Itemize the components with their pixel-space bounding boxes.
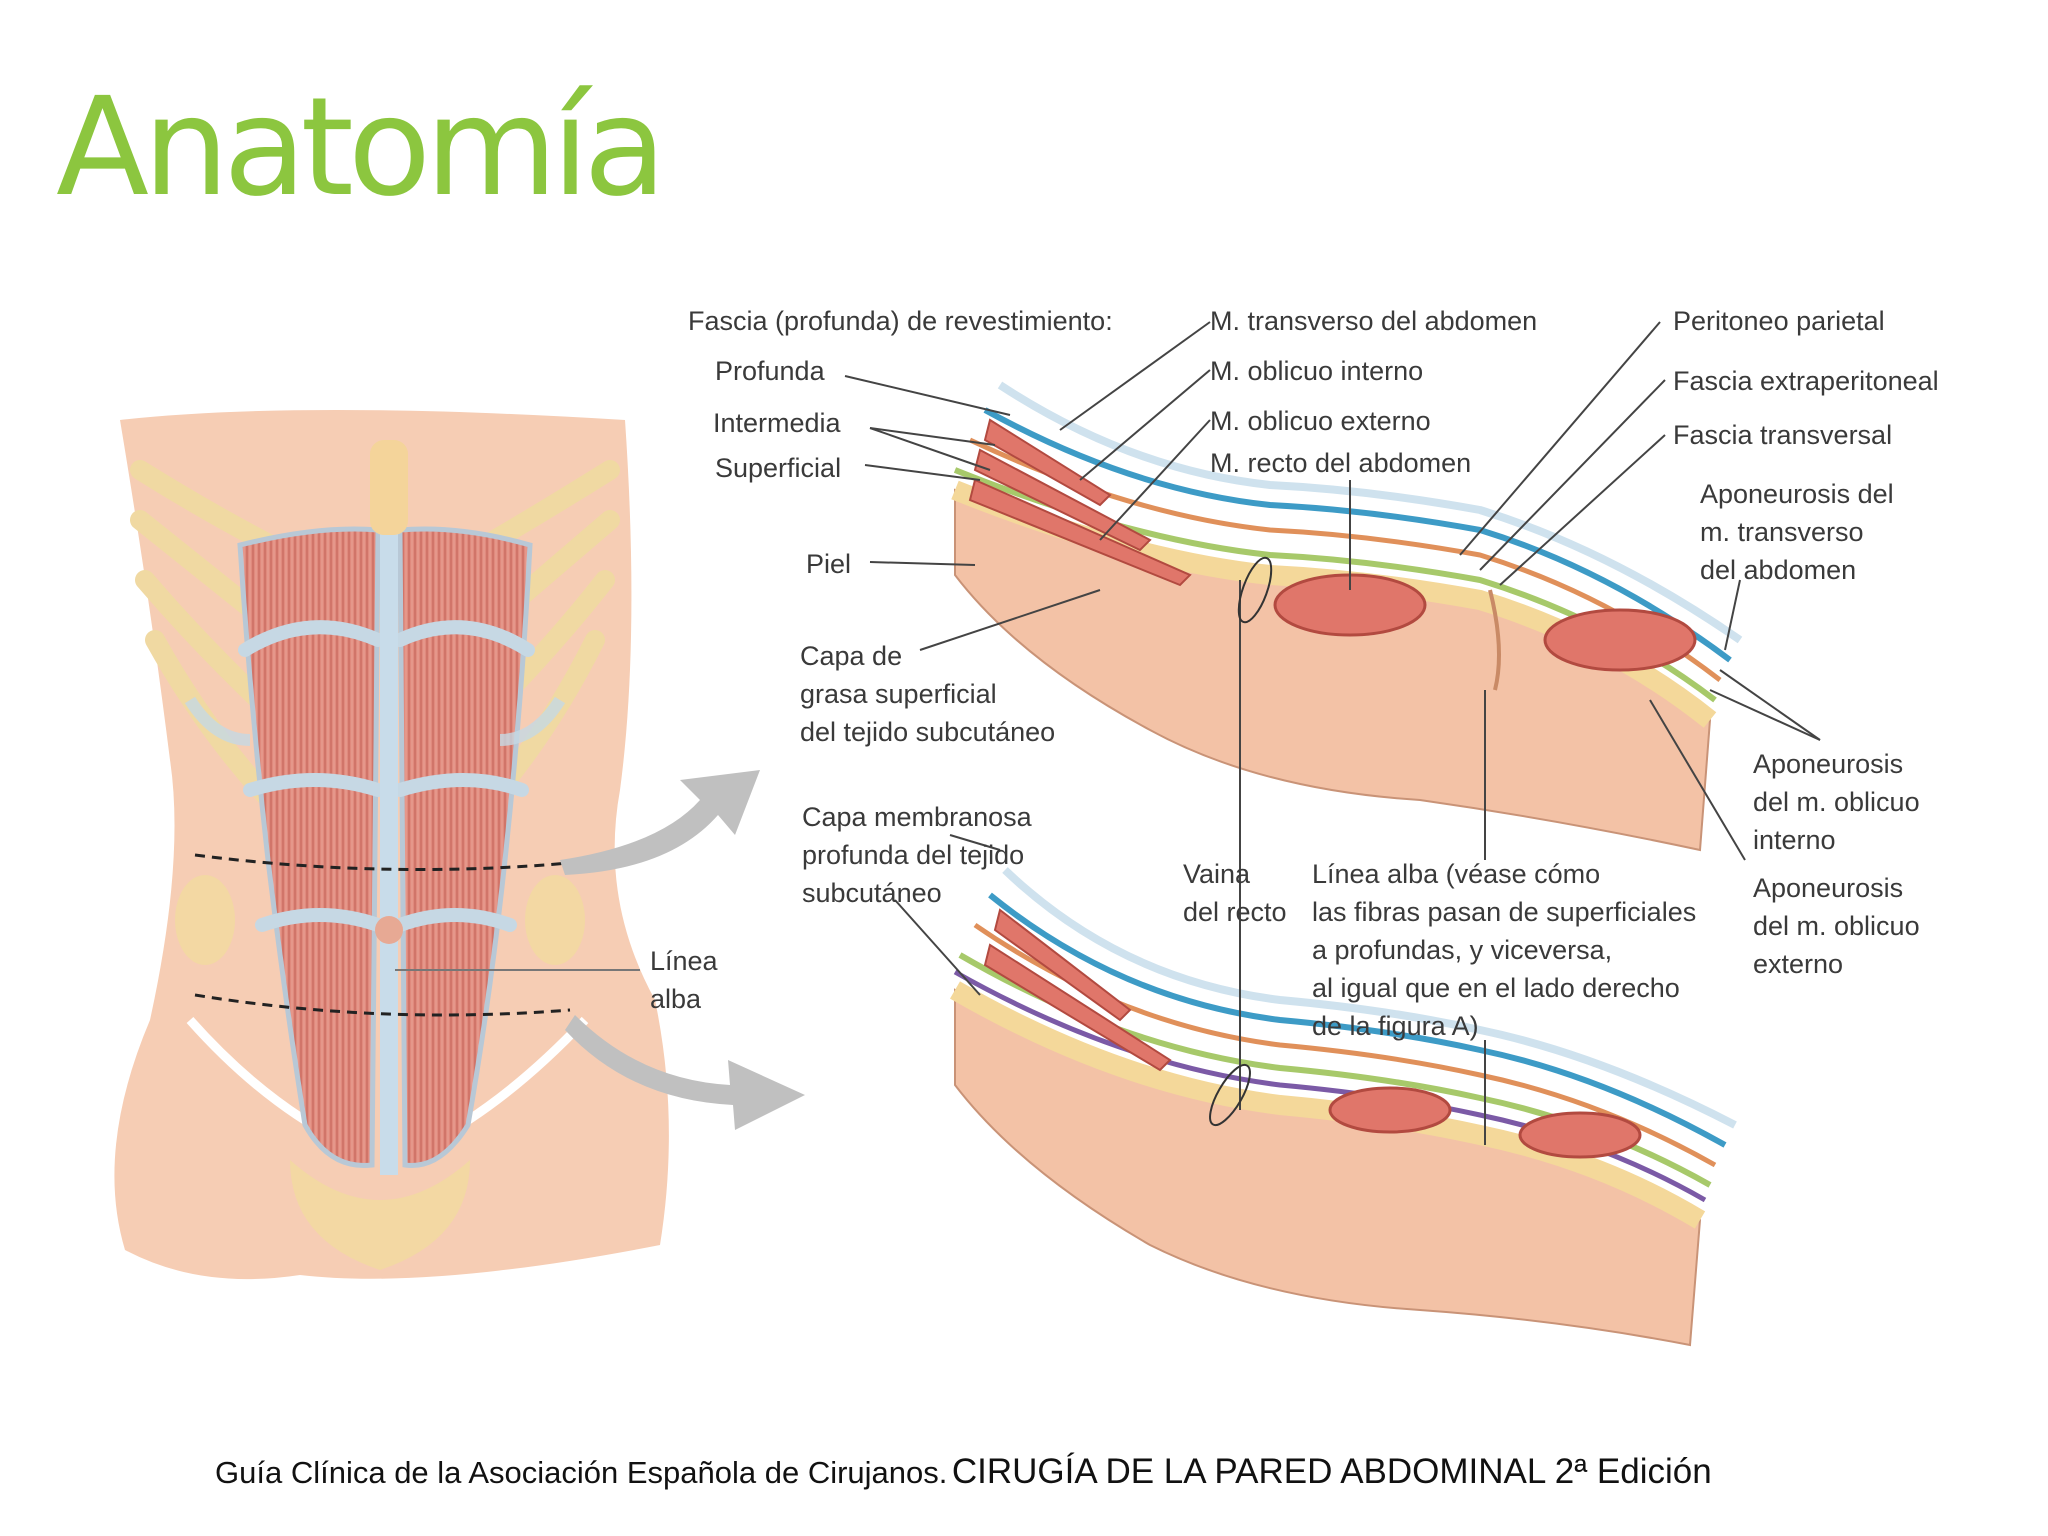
torso-front-view xyxy=(114,410,805,1280)
label-transverso: M. transverso del abdomen xyxy=(1210,306,1537,336)
umbilicus xyxy=(375,916,403,944)
citation-title: CIRUGÍA DE LA PARED ABDOMINAL 2ª Edición xyxy=(951,1452,1712,1491)
linea-alba-section xyxy=(1488,589,1501,691)
arrow-to-upper-section-icon xyxy=(560,770,760,875)
rectus-muscle-section xyxy=(1328,1086,1452,1134)
label-superficial: Superficial xyxy=(715,453,841,483)
label-fascia-extraperitoneal: Fascia extraperitoneal xyxy=(1673,366,1939,396)
rectus-muscle-section xyxy=(1543,608,1697,672)
cross-section-lower xyxy=(950,867,1737,1347)
slide-title: Anatomía xyxy=(56,69,667,227)
label-recto: M. recto del abdomen xyxy=(1210,448,1471,478)
cross-section-upper xyxy=(951,381,1743,852)
rectus-muscle-left xyxy=(237,526,381,1168)
label-piel: Piel xyxy=(806,549,851,579)
rectus-muscle-right xyxy=(397,526,533,1168)
label-intermedia: Intermedia xyxy=(713,408,842,438)
muscle-layers xyxy=(983,908,1172,1072)
citation: Guía Clínica de la Asociación Española d… xyxy=(215,1452,1712,1492)
tendinous-intersections xyxy=(238,620,535,932)
arrow-to-lower-section-icon xyxy=(565,1015,805,1130)
section-line-upper xyxy=(194,853,581,872)
pelvis xyxy=(175,875,585,1270)
rectus-sheath-markers xyxy=(1209,556,1273,1127)
label-profunda: Profunda xyxy=(715,356,826,386)
leader-lines xyxy=(844,321,1821,1145)
label-oblicuo-interno: M. oblicuo interno xyxy=(1210,356,1423,386)
label-fascia-transversal: Fascia transversal xyxy=(1673,420,1892,450)
diagram-labels: Fascia (profunda) de revestimiento: Prof… xyxy=(650,306,1939,1041)
citation-source: Guía Clínica de la Asociación Española d… xyxy=(215,1455,948,1490)
label-oblicuo-externo: M. oblicuo externo xyxy=(1210,406,1431,436)
section-line-lower xyxy=(194,993,571,1017)
label-fascia-revestimiento: Fascia (profunda) de revestimiento: xyxy=(688,306,1113,336)
muscle-layers xyxy=(968,418,1192,587)
label-peritoneo: Peritoneo parietal xyxy=(1673,306,1885,336)
xiphoid xyxy=(370,440,408,535)
rectus-muscle-section xyxy=(1518,1111,1642,1159)
